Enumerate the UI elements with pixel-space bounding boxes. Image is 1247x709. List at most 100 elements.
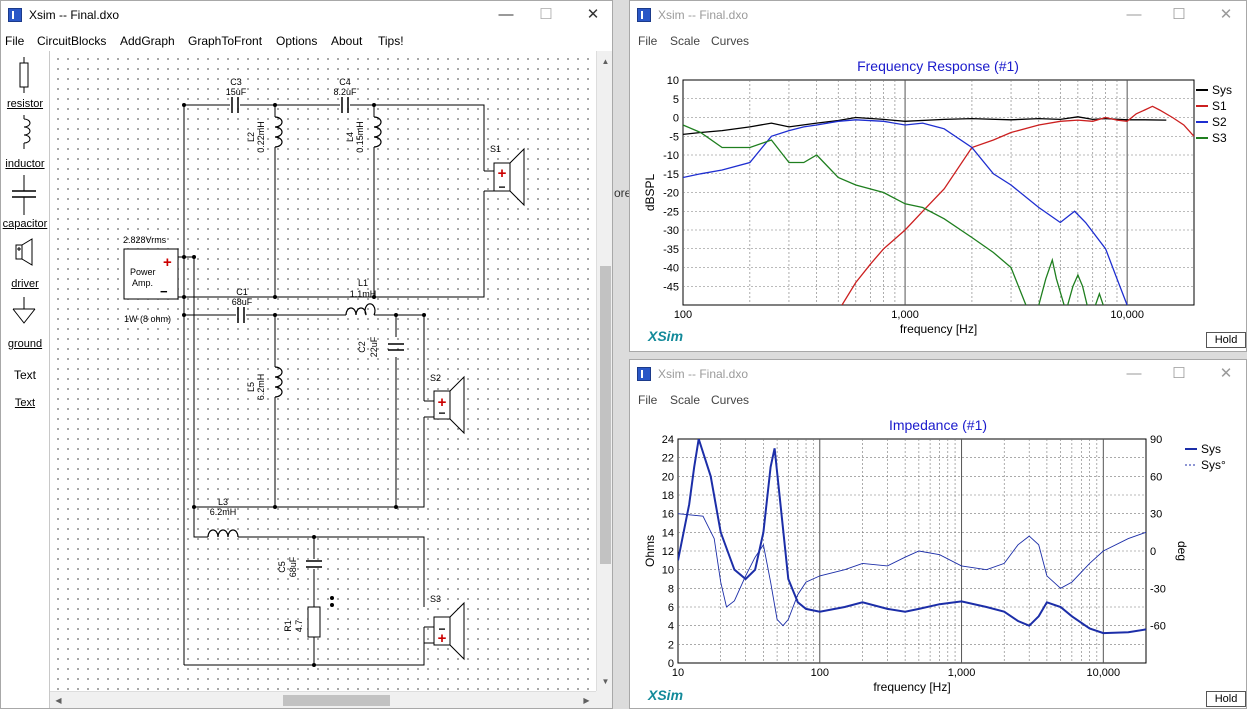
text-icon: Text <box>13 368 36 382</box>
y-tick-label: 20 <box>662 471 674 483</box>
legend-label: S3 <box>1212 131 1227 145</box>
menu-graph-to-front[interactable]: GraphToFront <box>188 34 263 48</box>
tool-resistor-label: resistor <box>6 98 44 110</box>
menu-options[interactable]: Options <box>276 34 318 48</box>
x-tick-label: 100 <box>811 667 829 679</box>
horizontal-scrollbar[interactable]: ◀ ▶ <box>50 691 596 708</box>
svg-text:C5: C5 <box>277 561 287 573</box>
driver-s3[interactable]: − + <box>424 601 465 661</box>
imp-menu-curves[interactable]: Curves <box>711 393 750 407</box>
vertical-scroll-thumb[interactable] <box>600 266 611 564</box>
driver-icon <box>15 238 33 266</box>
y-tick-label: 4 <box>668 621 674 633</box>
y-tick-label: 0 <box>673 113 679 125</box>
imp-menu-file[interactable]: File <box>638 393 658 407</box>
svg-text:C2: C2 <box>357 341 367 353</box>
fr-menu-curves[interactable]: Curves <box>711 34 750 48</box>
svg-text:15uF: 15uF <box>226 87 247 97</box>
x-tick-label: 1,000 <box>948 667 976 679</box>
svg-text:−: − <box>438 622 445 636</box>
minimize-icon[interactable]: — <box>1126 365 1142 382</box>
circuit-canvas[interactable]: + − + − − + 2.828Vrms Power Amp. + <box>50 51 595 691</box>
x-tick-label: 100 <box>674 309 692 321</box>
driver-s1[interactable]: + − <box>484 147 525 207</box>
vertical-scrollbar[interactable]: ▲ ▼ <box>596 51 612 691</box>
editor-titlebar[interactable]: Xsim -- Final.dxo — ☐ ✕ <box>1 1 612 31</box>
svg-text:L2: L2 <box>246 132 256 142</box>
svg-text:+: + <box>438 394 447 411</box>
svg-text:68uF: 68uF <box>288 556 298 577</box>
close-icon[interactable]: ✕ <box>1219 365 1233 382</box>
minimize-icon[interactable]: — <box>1126 6 1142 23</box>
fr-menu-scale[interactable]: Scale <box>670 34 701 48</box>
series-line-s1 <box>841 105 1194 305</box>
imp-menu-scale[interactable]: Scale <box>670 393 701 407</box>
y-tick-label: -20 <box>663 188 679 200</box>
tool-driver-label: driver <box>11 278 39 290</box>
legend-label: S1 <box>1212 99 1227 113</box>
tool-inductor-label: inductor <box>5 158 45 170</box>
legend-label: Sys° <box>1201 458 1226 472</box>
svg-text:C1: C1 <box>236 287 248 297</box>
series-line-s3 <box>1067 273 1088 305</box>
horizontal-scroll-thumb[interactable] <box>283 695 390 706</box>
window-title: Xsim -- Final.dxo <box>29 8 120 22</box>
maximize-icon[interactable]: ☐ <box>1172 6 1186 23</box>
y-tick-label: 8 <box>668 583 674 595</box>
series-line-sys <box>678 439 1146 635</box>
y-tick-label: -15 <box>663 169 679 181</box>
svg-text:−: − <box>438 406 445 420</box>
svg-text:8.2uF: 8.2uF <box>333 87 357 97</box>
close-icon[interactable]: ✕ <box>586 6 600 23</box>
menu-tips[interactable]: Tips! <box>378 34 404 48</box>
x-tick-label: 1,000 <box>891 309 919 321</box>
editor-menubar: File CircuitBlocks AddGraph GraphToFront… <box>1 31 612 51</box>
svg-text:6.2mH: 6.2mH <box>210 507 237 517</box>
background-window-text: ore <box>614 186 632 200</box>
menu-file[interactable]: File <box>5 34 25 48</box>
app-icon <box>637 367 651 381</box>
scroll-left-icon[interactable]: ◀ <box>55 696 62 705</box>
maximize-icon[interactable]: ☐ <box>539 6 553 23</box>
xsim-logo: XSim <box>648 328 684 344</box>
editor-window: Xsim -- Final.dxo — ☐ ✕ File CircuitBloc… <box>0 0 613 709</box>
fr-window-title: Xsim -- Final.dxo <box>658 8 749 22</box>
scroll-down-icon[interactable]: ▼ <box>601 677 610 686</box>
minimize-icon[interactable]: — <box>498 6 514 23</box>
fr-menu-file[interactable]: File <box>638 34 658 48</box>
scroll-right-icon[interactable]: ▶ <box>583 696 590 705</box>
imp-window-title: Xsim -- Final.dxo <box>658 367 749 381</box>
imp-titlebar[interactable]: Xsim -- Final.dxo — ☐ ✕ <box>630 360 1246 390</box>
svg-text:1.1mH: 1.1mH <box>350 289 377 299</box>
y-tick-label: 18 <box>662 490 674 502</box>
driver-s2[interactable]: + − <box>424 375 465 435</box>
amp-voltage: 2.828Vrms <box>123 235 167 245</box>
y-tick-label: -30 <box>663 225 679 237</box>
svg-text:L3: L3 <box>218 497 228 507</box>
fr-titlebar[interactable]: Xsim -- Final.dxo — ☐ ✕ <box>630 1 1246 31</box>
impedance-window: Xsim -- Final.dxo — ☐ ✕ File Scale Curve… <box>629 359 1247 709</box>
maximize-icon[interactable]: ☐ <box>1172 365 1186 382</box>
y2-tick-label: 30 <box>1150 509 1162 521</box>
resistor-icon <box>19 57 29 93</box>
svg-text:+: + <box>438 630 447 647</box>
y2-axis-label: deg <box>1175 541 1189 561</box>
y2-tick-label: 60 <box>1150 471 1162 483</box>
menu-circuit-blocks[interactable]: CircuitBlocks <box>37 34 107 48</box>
svg-text:R1: R1 <box>283 620 293 632</box>
svg-text:C4: C4 <box>339 77 351 87</box>
xsim-logo: XSim <box>648 687 684 703</box>
svg-text:−: − <box>498 180 505 194</box>
menu-add-graph[interactable]: AddGraph <box>120 34 175 48</box>
y-tick-label: 10 <box>667 75 679 87</box>
imp-hold-button[interactable]: Hold <box>1206 691 1246 707</box>
fr-hold-button[interactable]: Hold <box>1206 332 1246 348</box>
y-tick-label: 0 <box>668 658 674 670</box>
y-axis-label: dBSPL <box>643 173 657 211</box>
menu-about[interactable]: About <box>331 34 363 48</box>
close-icon[interactable]: ✕ <box>1219 6 1233 23</box>
scroll-up-icon[interactable]: ▲ <box>601 57 610 66</box>
svg-text:S3: S3 <box>430 594 441 604</box>
y-tick-label: -40 <box>663 263 679 275</box>
